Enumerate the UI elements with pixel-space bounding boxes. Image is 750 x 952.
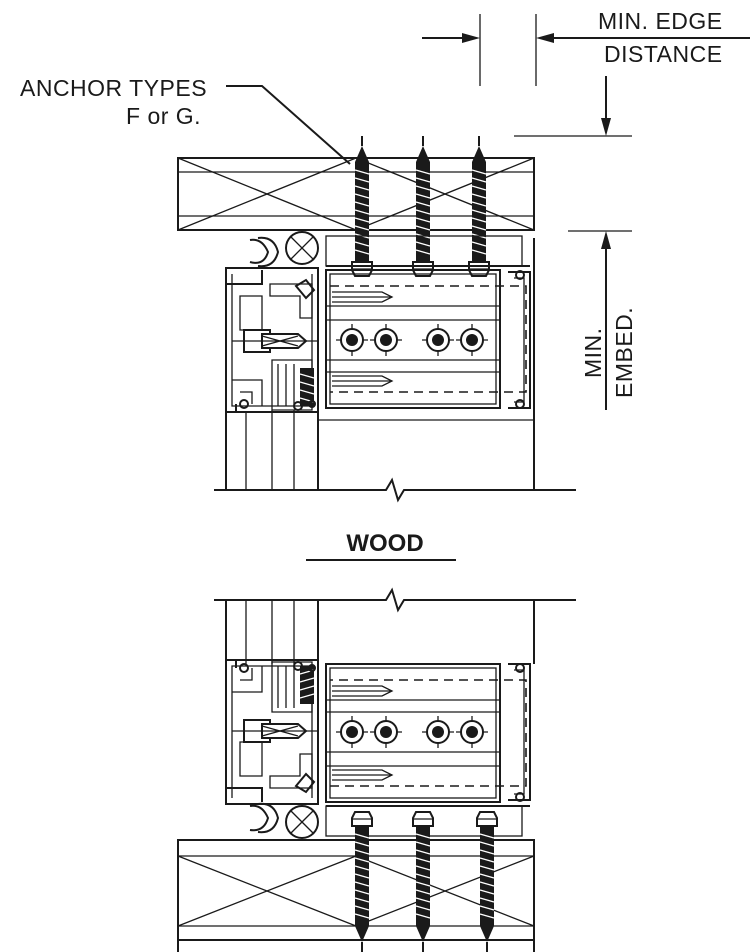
anchor-types-label-line2: F or G. [126,103,201,129]
section-title: WOOD [346,530,423,557]
min-embed-label-line1: MIN. [580,327,606,378]
anchor-types-label-line1: ANCHOR TYPES [20,75,207,101]
top-detail [177,14,750,503]
min-edge-label-line1: MIN. EDGE [598,8,723,34]
min-edge-label-line2: DISTANCE [604,41,723,67]
min-embed-label-line2: EMBED. [611,307,637,398]
bottom-detail [177,587,576,952]
